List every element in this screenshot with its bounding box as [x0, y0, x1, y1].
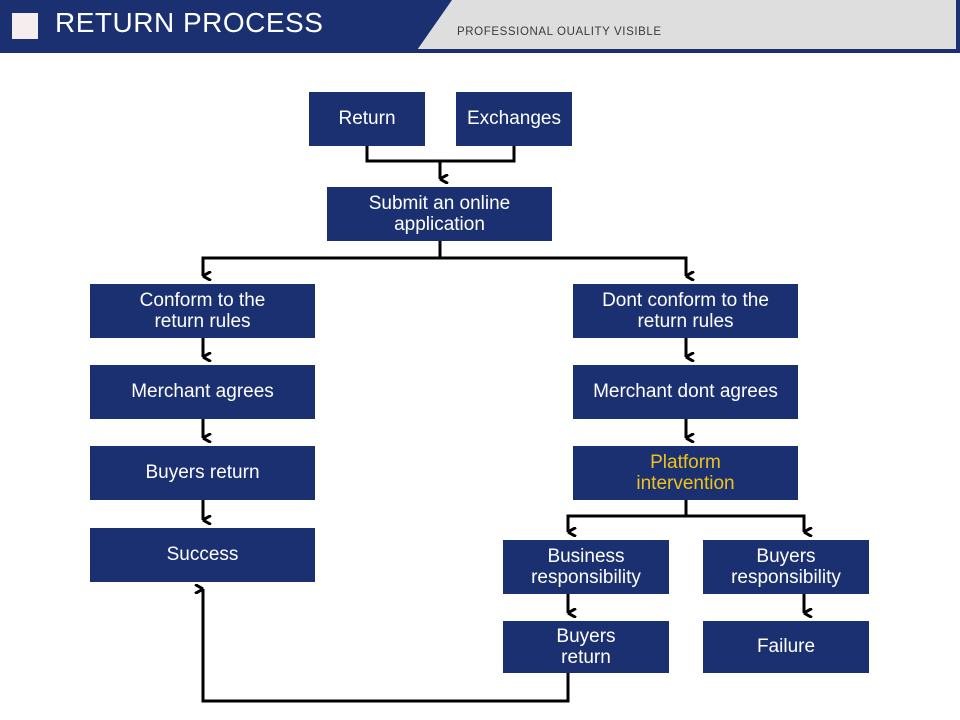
edge-submit-split [201, 241, 442, 276]
page-title: RETURN PROCESS [55, 7, 324, 38]
header-navy-band [0, 0, 452, 53]
node-conform-to-return-rules[interactable]: Conform to the return rules [90, 284, 315, 338]
node-submit-online-application[interactable]: Submit an online application [327, 187, 552, 241]
node-merchant-dont-agrees[interactable]: Merchant dont agrees [573, 365, 798, 419]
node-merchant-agrees[interactable]: Merchant agrees [90, 365, 315, 419]
page-subtitle: PROFESSIONAL OUALITY VISIBLE [457, 26, 662, 38]
node-business-responsibility[interactable]: Business responsibility [503, 540, 669, 594]
node-failure[interactable]: Failure [703, 621, 869, 673]
node-return[interactable]: Return [309, 92, 425, 146]
square-logo-icon [12, 13, 38, 39]
edge-platform-split-right [686, 514, 806, 532]
page-header: RETURN PROCESS PROFESSIONAL OUALITY VISI… [0, 0, 960, 53]
node-dont-conform-to-return-rules[interactable]: Dont conform to the return rules [573, 284, 798, 338]
node-buyers-responsibility[interactable]: Buyers responsibility [703, 540, 869, 594]
node-platform-intervention[interactable]: Platform intervention [573, 446, 798, 500]
node-buyers-return-right[interactable]: Buyers return [503, 621, 669, 673]
edge-submit-split-right [440, 256, 688, 276]
edge-platform-split [566, 500, 688, 532]
edge-return-to-submit [365, 146, 516, 163]
node-success[interactable]: Success [90, 528, 315, 582]
node-exchanges[interactable]: Exchanges [456, 92, 572, 146]
node-buyers-return-left[interactable]: Buyers return [90, 446, 315, 500]
